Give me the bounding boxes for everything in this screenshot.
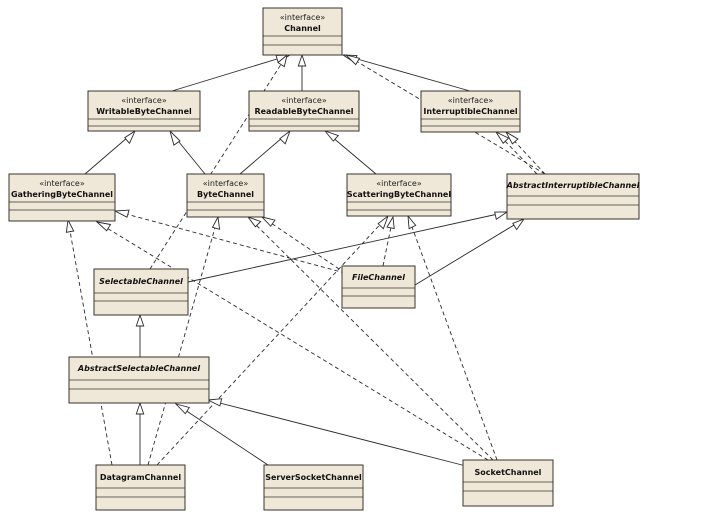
edge-file-implements-byte <box>261 216 346 274</box>
class-name-scattering-byte-channel: ScatteringByteChannel <box>347 190 451 199</box>
edge-file-extends-abstractinterruptible <box>414 218 525 286</box>
stereotype-label: «interface» <box>281 96 327 105</box>
arrowhead-channel-readable <box>297 53 307 67</box>
edge-abstractinterruptible-implements-interruptible-1 <box>495 131 538 175</box>
class-writable-byte-channel: «interface» WritableByteChannel <box>87 90 201 132</box>
arrowhead-readable-byte <box>279 129 291 145</box>
class-readable-byte-channel: «interface» ReadableByteChannel <box>248 90 360 132</box>
edge-socket-implements-scattering <box>407 215 498 461</box>
class-name-interruptible-channel: InterruptibleChannel <box>423 107 517 116</box>
edge-socket-implements-gathering <box>96 221 489 461</box>
edge-datagram-implements-gathering <box>67 219 113 466</box>
class-socket-channel: SocketChannel <box>462 459 554 507</box>
arrowhead-abstractselectable-serversocket <box>174 403 191 415</box>
arrowhead-scattering-socket <box>407 214 417 230</box>
class-name-byte-channel: ByteChannel <box>197 190 254 199</box>
class-name-writable-byte-channel: WritableByteChannel <box>96 107 192 116</box>
class-selectable-channel: SelectableChannel <box>93 268 189 316</box>
class-name-file-channel: FileChannel <box>352 273 405 282</box>
arrowhead-interruptible-1 <box>494 130 510 145</box>
class-name-readable-byte-channel: ReadableByteChannel <box>254 107 353 116</box>
class-byte-channel: «interface» ByteChannel <box>186 173 265 218</box>
edge-writable-extends-channel <box>171 54 291 92</box>
arrowhead-readable-scattering <box>323 130 340 142</box>
arrowhead-channel-selectable <box>277 53 288 68</box>
class-name-gathering-byte-channel: GatheringByteChannel <box>11 190 113 199</box>
class-file-channel: FileChannel <box>341 265 416 309</box>
arrowhead-selectable-abstractselectable <box>135 313 145 327</box>
arrowhead-channel-abstractinterruptible <box>344 54 361 66</box>
class-name-channel: Channel <box>284 24 321 33</box>
arrowhead-byte-datagram <box>211 215 221 230</box>
stereotype-label: «interface» <box>280 13 326 22</box>
arrowhead-writable-byte <box>169 129 181 146</box>
relationship-edges <box>67 54 546 467</box>
stereotype-label: «interface» <box>39 179 85 188</box>
stereotype-label: «interface» <box>121 96 167 105</box>
edge-interruptible-extends-channel <box>342 54 471 92</box>
arrowhead-writable-gathering <box>124 129 137 145</box>
class-name-socket-channel: SocketChannel <box>475 468 542 477</box>
arrowhead-abstractselectable-datagram <box>135 401 145 415</box>
class-abstract-interruptible-channel: AbstractInterruptibleChannel <box>506 173 640 220</box>
arrowhead-interruptible-2 <box>504 130 519 145</box>
arrowhead-gathering-datagram <box>65 218 75 233</box>
arrowheads <box>65 53 526 415</box>
edge-socket-implements-byte <box>247 216 494 461</box>
class-server-socket-channel: ServerSocketChannel <box>263 464 364 511</box>
edge-abstractinterruptible-implements-interruptible-2 <box>505 131 546 175</box>
class-name-datagram-channel: DatagramChannel <box>100 473 181 482</box>
edge-selectable-implements-channel <box>149 54 288 270</box>
edge-selectable-extends-abstractinterruptible <box>187 211 508 283</box>
class-channel: «interface» Channel <box>262 7 343 56</box>
edge-datagram-implements-scattering <box>156 215 389 466</box>
class-gathering-byte-channel: «interface» GatheringByteChannel <box>8 173 116 222</box>
class-datagram-channel: DatagramChannel <box>95 464 186 511</box>
stereotype-label: «interface» <box>376 179 422 188</box>
arrowhead-gathering-socket <box>95 221 112 232</box>
class-name-abstract-interruptible-channel: AbstractInterruptibleChannel <box>506 181 640 190</box>
arrowhead-abstractinterruptible-selectable <box>494 211 509 221</box>
edge-file-implements-gathering <box>114 210 346 274</box>
class-name-server-socket-channel: ServerSocketChannel <box>265 473 362 482</box>
edge-socket-extends-abstractselectable <box>207 399 467 467</box>
arrowhead-scattering-datagram <box>377 214 389 230</box>
edge-serversocket-extends-abstractselectable <box>175 403 269 466</box>
class-interruptible-channel: «interface» InterruptibleChannel <box>420 90 521 133</box>
stereotype-label: «interface» <box>203 179 249 188</box>
edge-file-implements-scattering <box>382 216 394 267</box>
arrowhead-abstractinterruptible-file <box>512 218 526 231</box>
class-name-abstract-selectable-channel: AbstractSelectableChannel <box>77 364 200 373</box>
arrowhead-abstractselectable-socket <box>206 398 223 407</box>
arrowhead-scattering-file <box>386 215 395 230</box>
arrowhead-gathering-file <box>113 209 130 218</box>
arrowhead-byte-file <box>260 216 276 227</box>
stereotype-label: «interface» <box>448 96 494 105</box>
edge-datagram-implements-byte <box>147 216 219 466</box>
class-name-selectable-channel: SelectableChannel <box>99 277 183 286</box>
class-scattering-byte-channel: «interface» ScatteringByteChannel <box>346 173 452 217</box>
class-abstract-selectable-channel: AbstractSelectableChannel <box>68 356 210 404</box>
arrowhead-byte-socket <box>246 216 262 228</box>
